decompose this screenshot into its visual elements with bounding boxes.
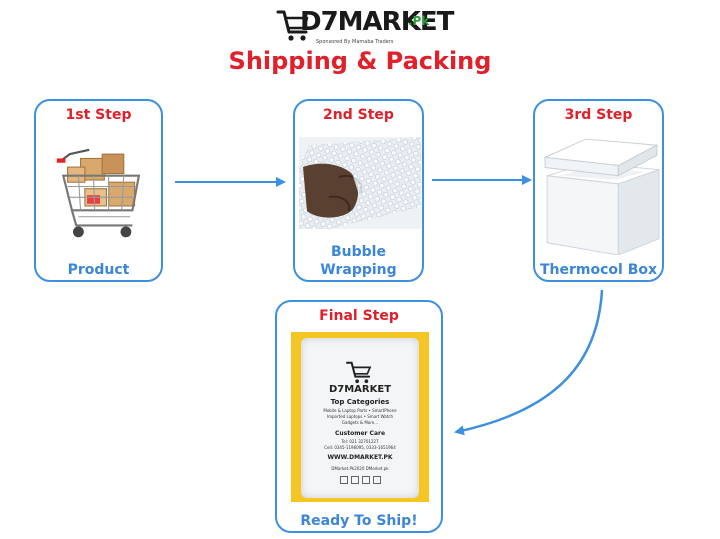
package-care-icons xyxy=(331,476,389,484)
final-step-caption: Ready To Ship! xyxy=(300,513,418,529)
step-2-caption-line-1: Bubble xyxy=(331,244,386,260)
arrow-step3-to-final xyxy=(454,289,604,436)
shopping-cart-icon xyxy=(56,148,141,238)
step-3-title: 3rd Step xyxy=(564,107,633,123)
package-cart-icon xyxy=(345,361,372,384)
step-1-card: 1st Step Product xyxy=(34,99,163,282)
page-title: Shipping & Packing xyxy=(228,47,492,75)
package-social: DMarket.Pk2020 DMarket.pk xyxy=(331,466,389,471)
package-brand: D7MARKET xyxy=(328,384,392,395)
step-3-card: 3rd Step Thermocol Box xyxy=(533,99,664,282)
logo-brand-text: D7MARKET xyxy=(300,7,454,37)
final-step-title: Final Step xyxy=(319,308,399,324)
package-bag: D7MARKET Top Categories Mobile & Laptop … xyxy=(301,338,419,498)
step-1-caption: Product xyxy=(67,262,130,278)
package-phone-1: Tel: 021 32701227 xyxy=(341,439,379,444)
step-2-card: 2nd Step Bubble Wrapping xyxy=(293,99,424,282)
logo-suffix: .Pk xyxy=(408,14,430,28)
this-side-up-icon xyxy=(350,476,359,484)
package-line-3: Gadgets & More... xyxy=(341,420,379,425)
fragile-icon xyxy=(339,476,348,484)
package-photo: D7MARKET Top Categories Mobile & Laptop … xyxy=(291,332,429,502)
package-line-1: Mobile & Laptop Parts • SmartPhone xyxy=(323,408,397,413)
package-care: Customer Care xyxy=(334,430,386,437)
logo-tagline: Sponsored By Mamaba Traders xyxy=(316,39,394,45)
step-2-title: 2nd Step xyxy=(323,107,394,123)
step-3-caption: Thermocol Box xyxy=(539,262,658,278)
cart-logo-icon xyxy=(276,10,309,41)
package-site: WWW.DMARKET.PK xyxy=(327,454,393,461)
package-line-2: Imported Laptops • Smart Watch xyxy=(326,414,394,419)
recycle-icon xyxy=(372,476,381,484)
package-heading: Top Categories xyxy=(330,398,390,406)
final-step-card: Final Step D7MARKET Top Categories Mobil… xyxy=(275,300,443,533)
package-phone-2: Cell: 0345-1196095, 0333-1651964 xyxy=(324,445,396,450)
step-1-title: 1st Step xyxy=(65,107,132,123)
keep-dry-icon xyxy=(361,476,370,484)
bubble-wrap-icon xyxy=(299,137,421,229)
thermocol-box-icon xyxy=(543,138,660,255)
brand-logo: D7MARKET .Pk Sponsored By Mamaba Traders xyxy=(272,4,454,48)
step-2-caption-line-2: Wrapping xyxy=(320,262,397,278)
